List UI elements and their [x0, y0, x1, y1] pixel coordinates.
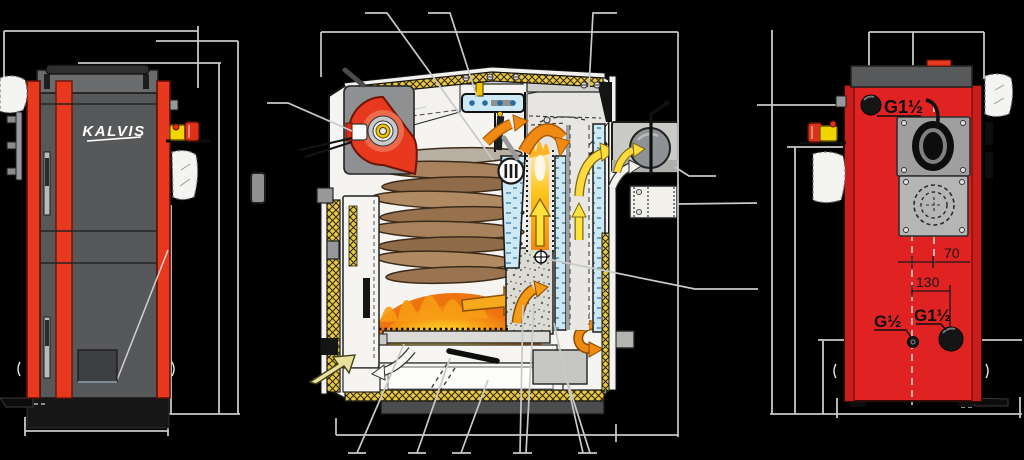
- door-lever: [342, 67, 366, 88]
- turbulator-symbol: [497, 157, 525, 185]
- valve-knob: [172, 123, 180, 131]
- rear-side-tab: [835, 95, 847, 108]
- white-flow-arrow: [608, 164, 632, 190]
- tear-patch-rear-left: [812, 151, 846, 204]
- mount-marks: [17, 361, 175, 377]
- front-red-column-left: [26, 80, 41, 399]
- rear-damper-hook: [925, 98, 940, 129]
- tear-patch-front-left: [0, 75, 28, 114]
- valve-cap-red: [184, 121, 200, 142]
- panel-screws: [901, 120, 966, 233]
- rear-flange-left: [845, 86, 854, 401]
- dim-70-text: 70: [944, 245, 960, 261]
- door-swing-line: [116, 249, 169, 381]
- cover-bolts: [462, 73, 601, 89]
- front-panel-seams: [40, 103, 157, 264]
- rear-flange-seams: [853, 86, 973, 401]
- kalvis-logo: KALVIS: [82, 123, 145, 142]
- tear-patch-rear-right: [984, 73, 1014, 118]
- top-return-port: G1½: [860, 94, 923, 117]
- safety-valve-front: [166, 121, 210, 143]
- lid-pin-right: [143, 74, 149, 89]
- tear-patch-front-right: [171, 149, 199, 201]
- top-right-corner-bracket: [597, 82, 612, 122]
- rear-channel-arrows: [571, 142, 617, 240]
- front-bottom-stub: [321, 338, 338, 355]
- rear-mount-marks: [833, 363, 989, 379]
- lid-pin-left: [44, 74, 50, 89]
- patch-marks-rear: [993, 84, 1005, 105]
- door-hinge-upper: [316, 187, 334, 204]
- grate-bar: [382, 330, 551, 344]
- front-red-column-right: [156, 80, 171, 399]
- large-port-label: G1½: [914, 306, 951, 325]
- left-pipe-bracket: [6, 111, 23, 181]
- under-grate-arrow: [371, 347, 416, 381]
- dim-130: 130: [911, 274, 951, 327]
- flue-outlet: [607, 100, 679, 190]
- large-bottom-port: G1½: [914, 306, 964, 352]
- small-bottom-port: G½: [874, 312, 919, 348]
- crosshair-target: [533, 249, 549, 265]
- concrete-arrow-head: [533, 280, 549, 298]
- brand-underline: [86, 136, 142, 142]
- torch-flame-tips: [529, 141, 550, 158]
- burner-cables: [299, 137, 353, 158]
- yellow-flue-arrow: [614, 147, 635, 173]
- rear-hinge-bar-1: [985, 122, 993, 145]
- flap-rod: [501, 135, 520, 161]
- rear-view: G1½ 70 130 G1½ G½: [757, 30, 1022, 418]
- ash-scraper: [446, 348, 500, 364]
- section-dimension-lines: [267, 12, 758, 454]
- burner-shaft-ring: [345, 122, 353, 142]
- flue-oval-opening: [912, 121, 954, 171]
- rear-top-cap: [850, 65, 973, 88]
- small-port-label: G½: [874, 312, 901, 331]
- rear-wall-strip: [566, 125, 570, 330]
- safety-valve-rear: [800, 120, 846, 145]
- rear-cleanout-box: [532, 349, 588, 385]
- mid-water-jacket: [554, 155, 567, 331]
- ash-pan: [387, 366, 554, 390]
- chimney-stub: [629, 185, 678, 219]
- fan-burner: [299, 67, 418, 176]
- chimney-knockout: [913, 184, 955, 226]
- top-gas-arrows: [482, 114, 586, 158]
- cross-section-view: [250, 12, 758, 454]
- front-door-section: [250, 172, 381, 393]
- brand-text: KALVIS: [82, 123, 145, 140]
- rear-flange-right: [972, 86, 981, 401]
- air-intake-arrow: [308, 354, 357, 385]
- side-tab: [169, 99, 179, 111]
- dim-70: 70: [898, 245, 970, 268]
- panel-lower: [898, 175, 969, 237]
- front-view: KALVIS: [0, 26, 240, 436]
- rear-channel-dashes: [569, 125, 590, 325]
- lid-handle: [45, 64, 150, 75]
- rear-top-tab: [926, 59, 952, 67]
- front-base-plinth: [26, 395, 170, 429]
- lower-door-handle: [43, 316, 51, 379]
- lower-door-handle-grip: [45, 320, 49, 346]
- ash-hatch: [77, 349, 118, 383]
- dim-130-text: 130: [916, 274, 940, 290]
- rear-flue-panel: [896, 98, 971, 237]
- patch-marks: [179, 163, 191, 187]
- front-red-stripe-inner: [55, 80, 73, 399]
- secondary-flame-channel: [526, 141, 555, 252]
- torch-up-arrow: [528, 197, 552, 247]
- door-rod: [363, 278, 370, 318]
- top-port-label: G1½: [884, 97, 923, 117]
- front-left-skid: [0, 397, 34, 408]
- door-hinge-lower: [326, 240, 340, 260]
- upper-door-handle-grip: [45, 158, 49, 186]
- door-handle-bar: [250, 172, 266, 204]
- flue-damper-rod: [649, 102, 667, 174]
- rear-hinge-bar-2: [985, 152, 993, 178]
- section-base-slab: [380, 400, 605, 415]
- flame-tips: [380, 295, 488, 322]
